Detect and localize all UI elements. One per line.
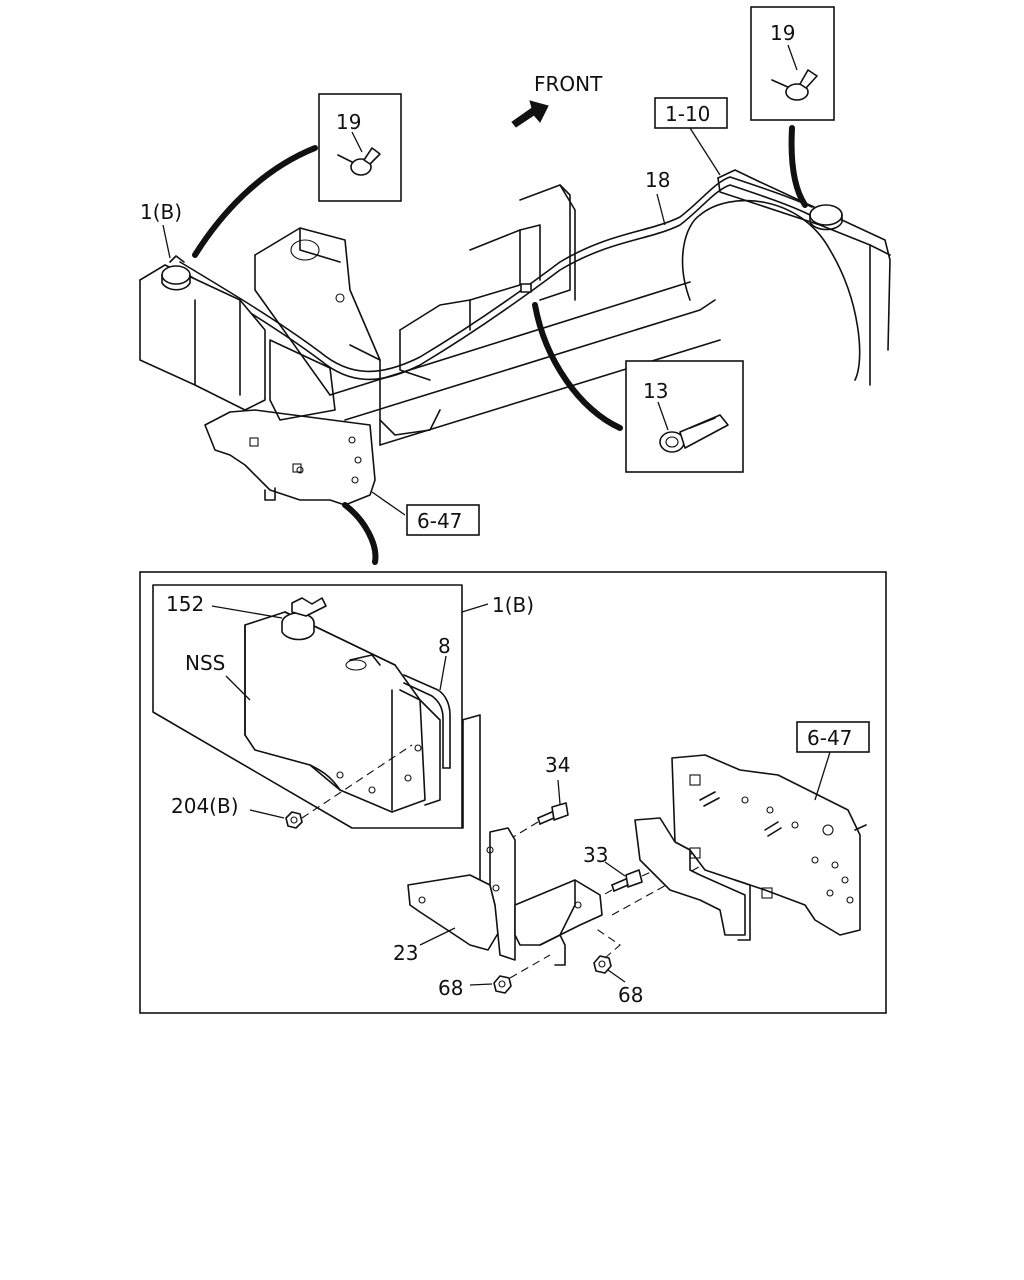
detail-exploded-view: 152 NSS 1(B) 8 204(B) 34 33 23 68 68 6-4…: [139, 571, 887, 1014]
callout-box-clamp-left: 19: [318, 93, 402, 202]
leader-tube: [439, 655, 447, 691]
washer-tank-detail: [244, 611, 441, 813]
ref-box-6-47-detail-label: 6-47: [807, 726, 852, 750]
leader-bracket: [419, 927, 456, 946]
ref-box-1-10[interactable]: 1-10: [654, 97, 728, 129]
leader-tank-detail: [461, 603, 489, 613]
label-tube: 8: [438, 634, 451, 658]
label-tank-detail: 1(B): [492, 593, 534, 617]
tank-subpanel: [152, 584, 463, 829]
stud-icon: [699, 791, 720, 807]
label-hose: 18: [645, 168, 670, 192]
leader-cap: [211, 605, 283, 619]
callout-arrow-clamp-right: [788, 125, 808, 208]
front-arrow-icon: [511, 100, 549, 128]
label-nut-204: 204(B): [171, 794, 239, 818]
upper-assembly-view: FRONT: [139, 6, 891, 565]
front-label: FRONT: [534, 72, 603, 96]
callout-clamp-right-label: 19: [770, 21, 795, 45]
leader-nut-68-right: [607, 969, 626, 983]
hose-clip-mark: [520, 283, 532, 293]
nut-204b: [285, 811, 303, 829]
hose-clamp-icon: [771, 69, 818, 101]
ref-box-6-47-top-label: 6-47: [417, 509, 462, 533]
tank-cap: [281, 597, 327, 641]
leader-hose: [656, 193, 666, 226]
leader-ref-6-47-detail: [814, 751, 831, 801]
washer-hose: [179, 176, 813, 381]
ref-box-6-47-detail[interactable]: 6-47: [796, 721, 870, 753]
leader-ref-1-10: [689, 127, 721, 176]
washer-tank-upper: [139, 255, 266, 411]
label-bolt-33: 33: [583, 843, 608, 867]
label-nss: NSS: [185, 651, 225, 675]
bracket-plate-6-47: [634, 754, 867, 941]
callout-arrow-clip: [532, 302, 623, 431]
hose-clamp-icon: [337, 147, 381, 176]
callout-arrow-clamp-left: [192, 145, 318, 258]
callout-box-clamp-right: 19: [750, 6, 835, 121]
nut-68-left: [493, 975, 512, 994]
label-bolt-34: 34: [545, 753, 570, 777]
leader-tank-top: [162, 224, 171, 259]
label-nut-68-right: 68: [618, 983, 643, 1007]
ref-box-1-10-label: 1-10: [665, 102, 710, 126]
leader-nut-68-left: [469, 983, 493, 986]
callout-clamp-left-label: 19: [336, 110, 361, 134]
leader-nut-204: [249, 809, 285, 819]
callout-arrow-detail: [342, 502, 379, 565]
filler-tube: [403, 674, 451, 769]
leader-nss: [225, 675, 251, 701]
bracket-plate-upper: [204, 339, 376, 506]
bolt-33: [611, 869, 643, 892]
label-tank-top: 1(B): [140, 200, 182, 224]
radiator-cap: [809, 204, 843, 231]
label-cap: 152: [166, 592, 204, 616]
leader-bolt-33: [604, 861, 626, 877]
label-bracket: 23: [393, 941, 418, 965]
leader-bolt-34: [557, 779, 561, 805]
pipe-clip-icon: [659, 414, 729, 453]
leader-ref-6-47-top: [371, 491, 406, 516]
callout-clip-label: 13: [643, 379, 668, 403]
callout-box-clip: 13: [625, 360, 744, 473]
label-nut-68-left: 68: [438, 976, 463, 1000]
mounting-bracket-23: [407, 827, 603, 966]
ref-box-6-47-top[interactable]: 6-47: [406, 504, 480, 536]
bolt-34: [537, 802, 569, 825]
nut-68-right: [593, 955, 612, 974]
radiator-shroud: [681, 169, 891, 386]
